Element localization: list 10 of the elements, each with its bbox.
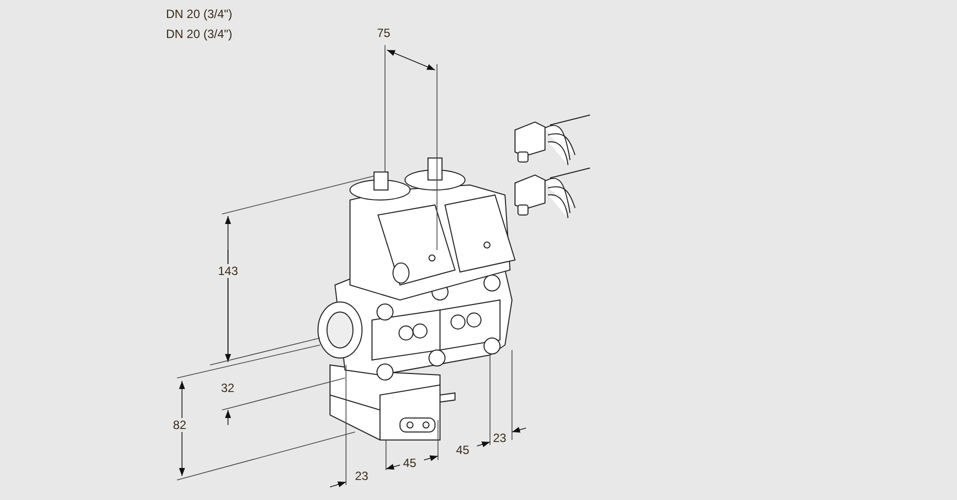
dimension-value: 23 [354,469,370,483]
dimension-value: 45 [455,443,470,457]
dimension-value: 32 [220,381,236,395]
dimension-value: 75 [376,26,392,40]
dimension-value: 45 [402,456,418,470]
dimension-value: 82 [172,418,188,432]
dimension-value: 23 [492,431,508,445]
dimension-value: 143 [217,264,240,278]
size-label: DN 20 (3/4") [165,7,234,21]
size-label: DN 20 (3/4") [165,27,234,41]
